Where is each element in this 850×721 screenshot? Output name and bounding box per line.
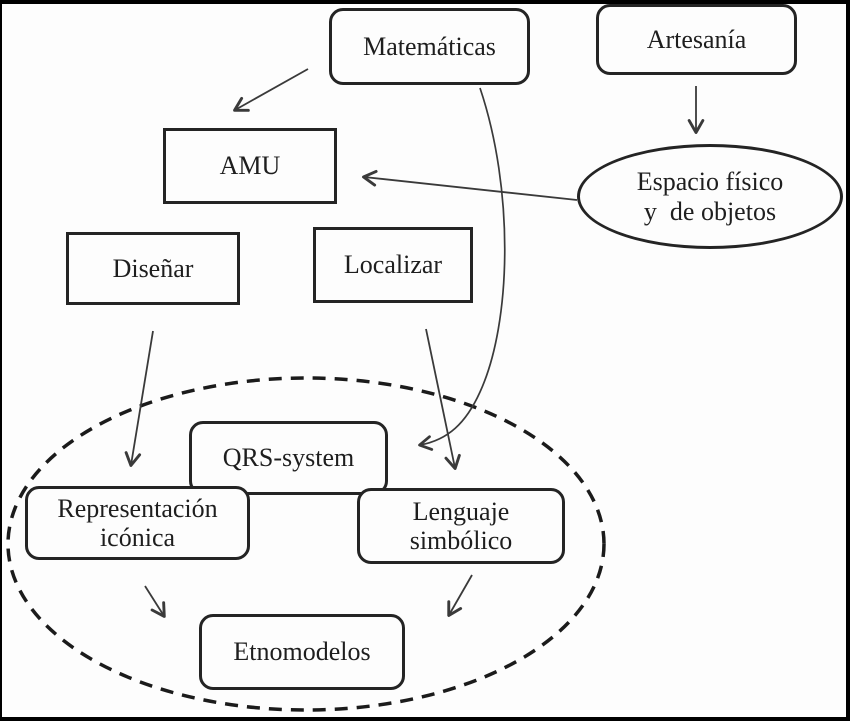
arrow-lenguaje-to-etnomodelos — [447, 574, 473, 617]
arrow-representacion-to-etnomodelos — [144, 585, 166, 618]
node-espacio-fisico: Espacio físico y de objetos — [577, 144, 843, 249]
node-qrs-system: QRS-system — [189, 421, 388, 495]
arrow-localizar-to-lenguaje — [425, 328, 461, 470]
arrow-matematicas-to-qrs-curved — [418, 87, 506, 451]
node-representacion-iconica-line1: Representación — [57, 493, 218, 523]
node-artesania: Artesanía — [596, 4, 797, 75]
node-qrs-system-label: QRS-system — [222, 443, 355, 473]
node-matematicas-label: Matemáticas — [363, 31, 496, 61]
node-etnomodelos-label: Etnomodelos — [233, 637, 371, 667]
arrow-matematicas-to-amu — [233, 68, 309, 112]
node-localizar-label: Localizar — [343, 250, 443, 280]
node-lenguaje-simbolico-line1: Lenguaje — [412, 496, 510, 526]
node-disenar-label: Diseñar — [112, 253, 194, 283]
node-matematicas: Matemáticas — [329, 8, 530, 85]
node-artesania-label: Artesanía — [646, 24, 747, 54]
node-lenguaje-simbolico: Lenguaje simbólico — [357, 488, 565, 564]
node-disenar: Diseñar — [66, 232, 240, 305]
arrow-espacio-to-amu — [362, 169, 578, 201]
node-etnomodelos: Etnomodelos — [199, 614, 405, 690]
node-representacion-iconica: Representación icónica — [25, 486, 250, 560]
connector-layer — [6, 68, 705, 712]
node-representacion-iconica-line2: icónica — [99, 523, 176, 552]
node-lenguaje-simbolico-line2: simbólico — [409, 526, 513, 555]
node-espacio-fisico-line2: y de objetos — [643, 196, 777, 226]
node-amu-label: AMU — [219, 151, 281, 181]
node-espacio-fisico-line1: Espacio físico — [636, 167, 784, 197]
dashed-group-ellipse — [6, 376, 606, 712]
node-amu: AMU — [163, 128, 337, 204]
node-localizar: Localizar — [313, 227, 473, 303]
arrow-disenar-to-representacion — [124, 330, 154, 467]
